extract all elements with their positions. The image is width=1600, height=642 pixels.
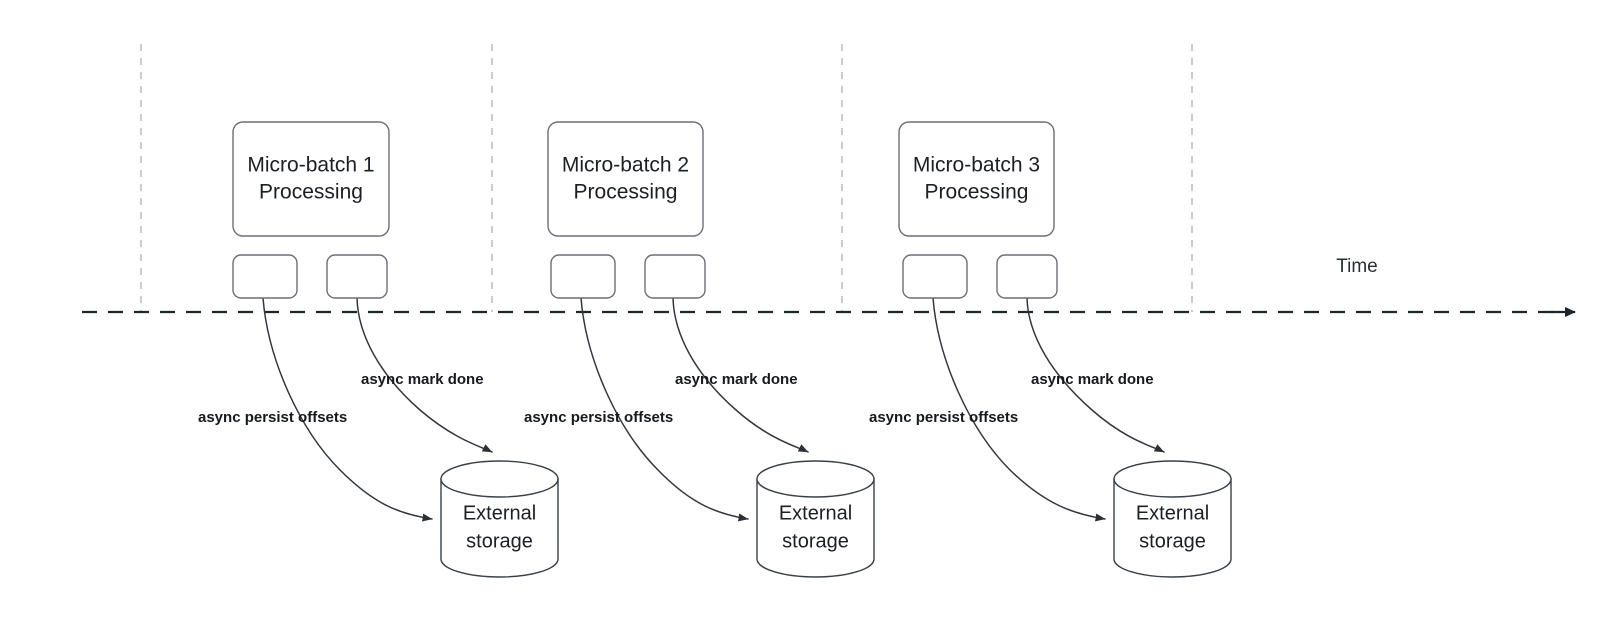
- batch-2-storage-label-line2: storage: [782, 530, 849, 552]
- batch-3-storage-cylinder-top: [1113, 460, 1232, 498]
- async-mark-done-arrow: [1026, 297, 1165, 453]
- diagram-shapes: [232, 121, 1232, 578]
- async-mark-done-arrow: [356, 297, 493, 453]
- batch-2-task-slot-b[interactable]: [644, 254, 706, 299]
- batch-1-storage-label-line1: External: [463, 502, 536, 524]
- batch-1-label-line1: Micro-batch 1: [247, 154, 374, 177]
- async-persist-offsets-label: async persist offsets: [198, 409, 347, 426]
- batch-1-storage-label-line2: storage: [466, 530, 533, 552]
- batch-1-storage-cylinder-top: [440, 460, 559, 498]
- batch-1-task-slot-a[interactable]: [232, 254, 298, 299]
- batch-2-label-line2: Processing: [574, 181, 678, 204]
- batch-3-storage-label-line2: storage: [1139, 530, 1206, 552]
- batch-3-label-line2: Processing: [925, 181, 1029, 204]
- batch-2-label-line1: Micro-batch 2: [562, 154, 689, 177]
- vertical-guides: [140, 44, 1193, 312]
- async-mark-done-arrow: [672, 297, 809, 453]
- async-persist-offsets-label: async persist offsets: [869, 409, 1018, 426]
- batch-3-storage-cylinder[interactable]: [1113, 478, 1232, 578]
- batch-2-storage-cylinder-top: [756, 460, 875, 498]
- async-mark-done-label: async mark done: [675, 371, 798, 388]
- batch-1-processing-box[interactable]: [232, 121, 390, 237]
- batch-2-storage-label-line1: External: [779, 502, 852, 524]
- async-persist-offsets-label: async persist offsets: [524, 409, 673, 426]
- batch-3-label-line1: Micro-batch 3: [913, 154, 1040, 177]
- diagram-labels: async persist offsets async mark done Micr…: [198, 154, 1209, 553]
- batch-2-storage-cylinder[interactable]: [756, 478, 875, 578]
- async-persist-offsets-arrow: [932, 297, 1106, 522]
- batch-3-task-slot-a[interactable]: [902, 254, 968, 299]
- batch-2-task-slot-a[interactable]: [550, 254, 616, 299]
- async-persist-offsets-arrow: [580, 297, 749, 522]
- batch-2-processing-box[interactable]: [547, 121, 704, 237]
- timeline-axis: Time: [82, 256, 1576, 317]
- async-persist-offsets-arrow: [262, 297, 433, 522]
- batch-1-task-slot-b[interactable]: [326, 254, 388, 299]
- async-mark-done-label: async mark done: [361, 371, 484, 388]
- batch-3-storage-label-line1: External: [1136, 502, 1209, 524]
- async-mark-done-label: async mark done: [1031, 371, 1154, 388]
- flow-edges: [262, 297, 1165, 522]
- batch-1-label-line2: Processing: [259, 181, 363, 204]
- timeline-label: Time: [1336, 256, 1378, 277]
- batch-3-task-slot-b[interactable]: [996, 254, 1058, 299]
- batch-3-processing-box[interactable]: [898, 121, 1055, 237]
- batch-1-storage-cylinder[interactable]: [440, 478, 559, 578]
